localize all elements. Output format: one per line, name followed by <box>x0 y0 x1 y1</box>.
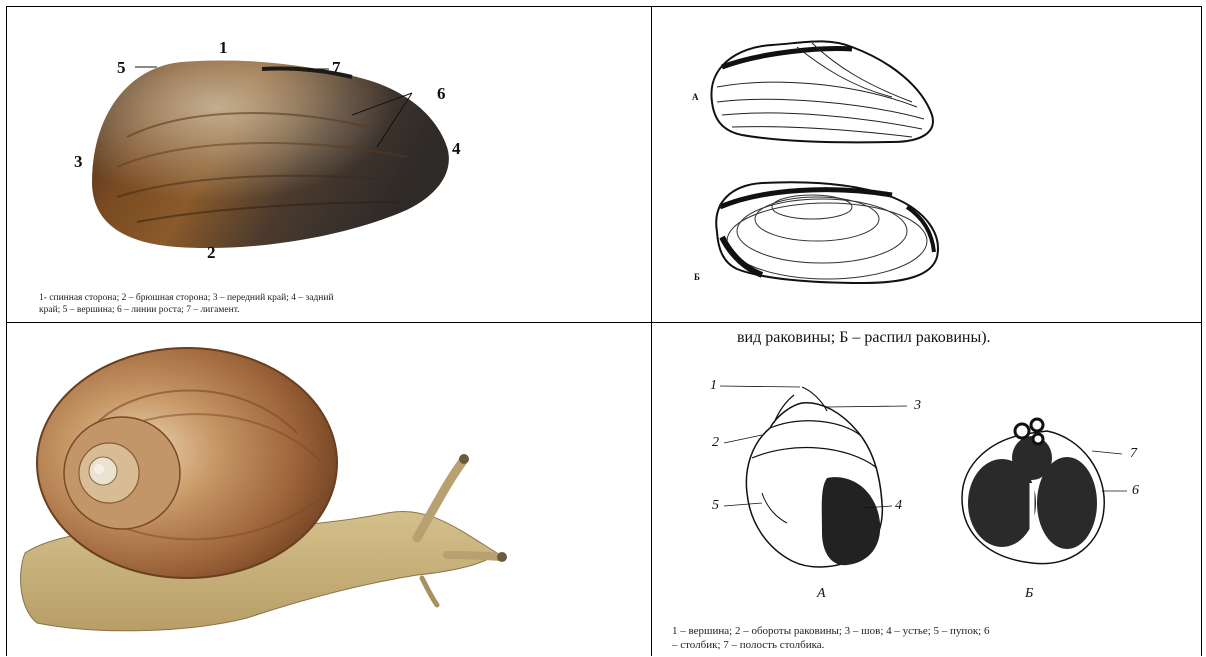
snail-label-6: 6 <box>1132 484 1139 498</box>
snail-label-2: 2 <box>712 436 719 450</box>
snail-caption-line-2: – столбик; 7 – полость столбика. <box>672 638 1192 652</box>
table-border-right <box>1201 6 1202 656</box>
mussel-label-7: 7 <box>332 59 341 76</box>
mussel-label-5: 5 <box>117 59 126 76</box>
mussel-caption-line-1: 1- спинная сторона; 2 – брюшная сторона;… <box>39 293 559 305</box>
snail-diagram-cell: вид раковины; Б – распил раковины). <box>652 323 1201 656</box>
mussel-caption-line-2: край; 5 – вершина; 6 – линии роста; 7 – … <box>39 305 559 317</box>
mussel-shell-image <box>7 7 651 322</box>
snail-diagram-caption: 1 – вершина; 2 – обороты раковины; 3 – ш… <box>672 624 1192 653</box>
mussel-label-2: 2 <box>207 244 216 261</box>
shell-b-label: Б <box>694 273 700 282</box>
snail-cell <box>7 323 651 656</box>
mussel-caption: 1- спинная сторона; 2 – брюшная сторона;… <box>39 293 559 317</box>
mussel-label-1: 1 <box>219 39 228 56</box>
mussel-label-6: 6 <box>437 85 446 102</box>
shell-drawings-cell: А Б <box>652 7 1201 322</box>
snail-caption-line-1: 1 – вершина; 2 – обороты раковины; 3 – ш… <box>672 624 1192 638</box>
snail-label-5: 5 <box>712 499 719 513</box>
snail-label-4: 4 <box>895 499 902 513</box>
shell-drawings-image <box>652 7 1201 322</box>
mussel-label-3: 3 <box>74 153 83 170</box>
snail-shell-b-label: Б <box>1025 587 1033 601</box>
snail-image <box>7 323 651 656</box>
mussel-cell: 1 5 7 6 3 4 2 1- спинная сторона; 2 – бр… <box>7 7 651 322</box>
shell-a-label: А <box>692 93 699 102</box>
mussel-label-4: 4 <box>452 140 461 157</box>
snail-shell-a-label: А <box>817 587 826 601</box>
snail-label-1: 1 <box>710 379 717 393</box>
figure-table: 1 5 7 6 3 4 2 1- спинная сторона; 2 – бр… <box>6 6 1202 656</box>
snail-diagram-image <box>652 323 1201 656</box>
snail-label-3: 3 <box>914 399 921 413</box>
snail-label-7: 7 <box>1130 447 1137 461</box>
